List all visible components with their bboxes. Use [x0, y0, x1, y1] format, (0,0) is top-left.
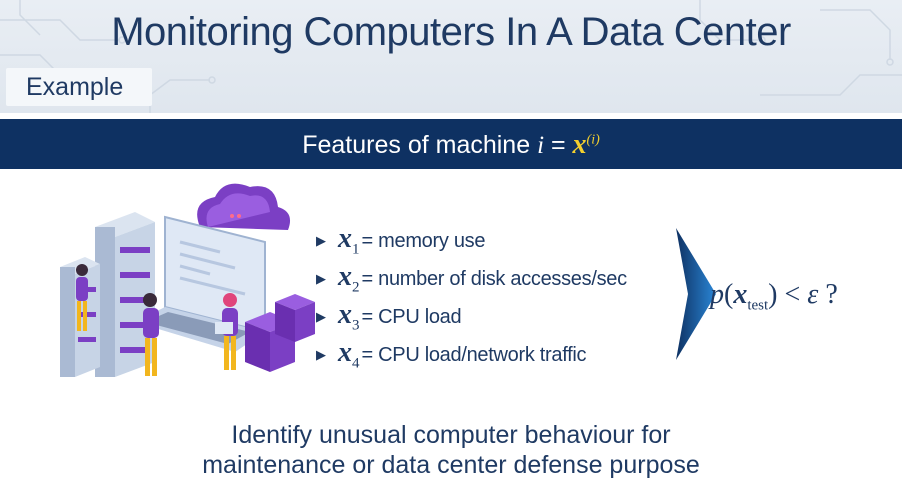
feature-symbol: x1 — [338, 223, 360, 258]
features-band: Features of machine i = x(i) — [0, 119, 902, 169]
conclusion-text: Identify unusual computer behaviour for … — [0, 420, 902, 480]
bullet-triangle-icon: ▶ — [316, 233, 326, 248]
bullet-triangle-icon: ▶ — [316, 347, 326, 362]
band-superscript: (i) — [586, 132, 600, 148]
band-prefix: Features of machine — [302, 131, 531, 159]
example-tag: Example — [6, 68, 152, 106]
conclusion-line-1: Identify unusual computer behaviour for — [231, 421, 671, 449]
anomaly-formula: p(xtest) < ε ? — [710, 279, 838, 314]
feature-symbol: x4 — [338, 337, 360, 372]
conclusion-line-2: maintenance or data center defense purpo… — [202, 451, 700, 479]
list-item: ▶ x3 = CPU load — [316, 298, 676, 336]
list-item: ▶ x1 = memory use — [316, 222, 676, 260]
feature-text: = memory use — [361, 229, 486, 252]
data-center-illustration-icon — [60, 183, 315, 377]
feature-list: ▶ x1 = memory use ▶ x2 = number of disk … — [316, 222, 676, 374]
feature-text: = CPU load — [361, 305, 462, 328]
bullet-triangle-icon: ▶ — [316, 271, 326, 286]
page-title: Monitoring Computers In A Data Center — [111, 10, 791, 54]
feature-symbol: x3 — [338, 299, 360, 334]
header: Monitoring Computers In A Data Center Ex… — [0, 0, 902, 113]
circuit-background-icon — [0, 0, 902, 113]
band-index-symbol: i — [537, 132, 545, 159]
band-heading: Features of machine i = x(i) — [0, 129, 902, 161]
feature-text: = number of disk accesses/sec — [361, 267, 628, 290]
band-equals: = — [550, 131, 566, 159]
feature-symbol: x2 — [338, 261, 360, 296]
example-tag-label: Example — [26, 73, 124, 101]
bullet-triangle-icon: ▶ — [316, 309, 326, 324]
list-item: ▶ x4 = CPU load/network traffic — [316, 336, 676, 374]
chevron-arrow-icon — [676, 228, 716, 360]
feature-text: = CPU load/network traffic — [361, 343, 587, 366]
band-vector-symbol: x — [572, 129, 587, 160]
list-item: ▶ x2 = number of disk accesses/sec — [316, 260, 676, 298]
